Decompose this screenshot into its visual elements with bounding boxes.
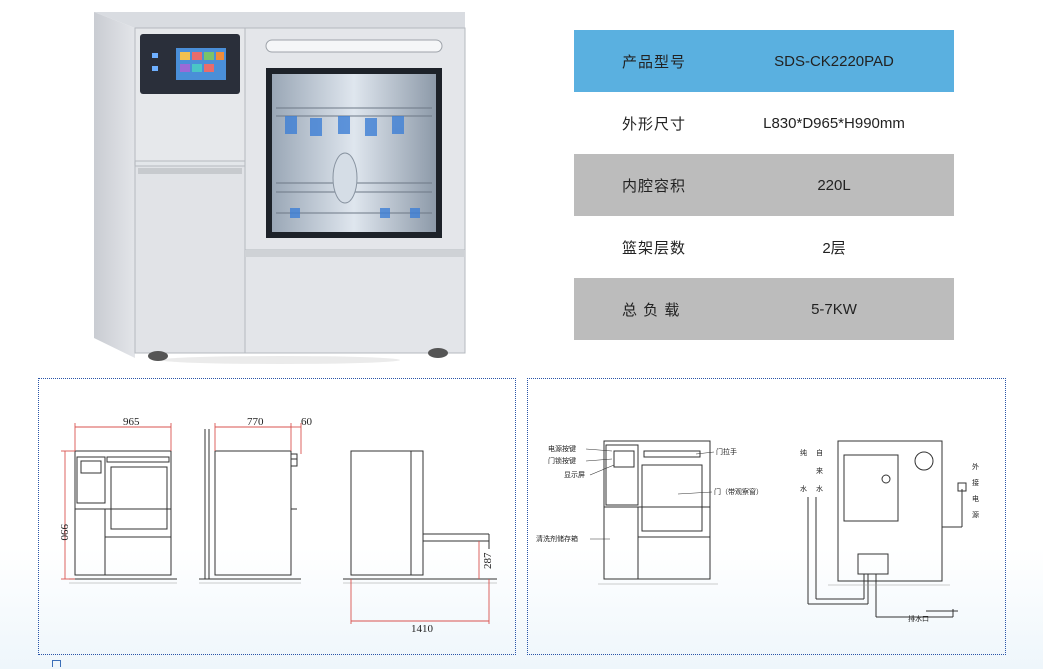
dimension-drawing-panel: 965 990 770 60 287 1410: [38, 378, 516, 655]
door-handle-label: 门拉手: [716, 447, 737, 456]
dimension-drawing: 965 990 770 60 287 1410: [58, 416, 497, 635]
power-button-label: 电源按键: [548, 444, 576, 453]
spec-label: 篮架层数: [622, 239, 687, 257]
external-power-label-2: 接: [972, 478, 979, 487]
external-power-label-4: 源: [972, 510, 979, 519]
tap-water-label-2: 来: [816, 467, 823, 475]
pure-water-label-2: 水: [800, 484, 807, 493]
door-lock-button-label: 门锁按键: [548, 456, 576, 465]
open-depth-dimension-label: 1410: [411, 623, 434, 635]
height-dimension-label: 990: [58, 524, 70, 541]
tap-water-label-1: 自: [816, 448, 823, 457]
width-dimension-label: 965: [123, 416, 140, 428]
spec-label: 产品型号: [622, 53, 687, 71]
corner-mark: [52, 660, 61, 667]
spec-table: 产品型号 SDS-CK2220PAD 外形尺寸 L830*D965*H990mm…: [574, 30, 954, 340]
spec-value: L830*D965*H990mm: [763, 114, 905, 132]
door-label: 门（带观察窗）: [714, 487, 763, 496]
gap-dimension-label: 60: [301, 416, 313, 428]
external-power-label-1: 外: [972, 462, 979, 471]
spec-row-rack-layers: 篮架层数 2层: [574, 216, 954, 278]
depth-dimension-label: 770: [247, 416, 264, 428]
spec-label: 内腔容积: [622, 177, 687, 195]
spec-row-model: 产品型号 SDS-CK2220PAD: [574, 30, 954, 92]
spec-value: 220L: [817, 176, 851, 194]
spec-value: 2层: [822, 239, 846, 257]
pure-water-label-1: 纯: [800, 448, 807, 457]
product-photo-icon: [94, 12, 466, 364]
external-power-label-3: 电: [972, 494, 979, 503]
spec-label: 总 负 载: [622, 301, 681, 319]
drain-label: 排水口: [908, 614, 929, 623]
spec-value: SDS-CK2220PAD: [774, 52, 894, 70]
spec-row-total-load: 总 负 载 5-7KW: [574, 278, 954, 340]
parts-drawing-panel: 电源按键 门锁按键 显示屏 门拉手 门（带观察窗） 清洗剂储存箱 纯 水 自 来…: [527, 378, 1006, 655]
spec-label: 外形尺寸: [622, 115, 687, 133]
parts-drawing: 电源按键 门锁按键 显示屏 门拉手 门（带观察窗） 清洗剂储存箱 纯 水 自 来…: [536, 440, 979, 623]
display-label: 显示屏: [564, 471, 585, 479]
spec-row-volume: 内腔容积 220L: [574, 154, 954, 216]
tap-water-label-3: 水: [816, 484, 823, 493]
door-drop-dimension-label: 287: [482, 552, 494, 569]
spec-row-dimensions: 外形尺寸 L830*D965*H990mm: [574, 92, 954, 154]
detergent-storage-label: 清洗剂储存箱: [536, 534, 578, 543]
spec-value: 5-7KW: [811, 300, 857, 318]
